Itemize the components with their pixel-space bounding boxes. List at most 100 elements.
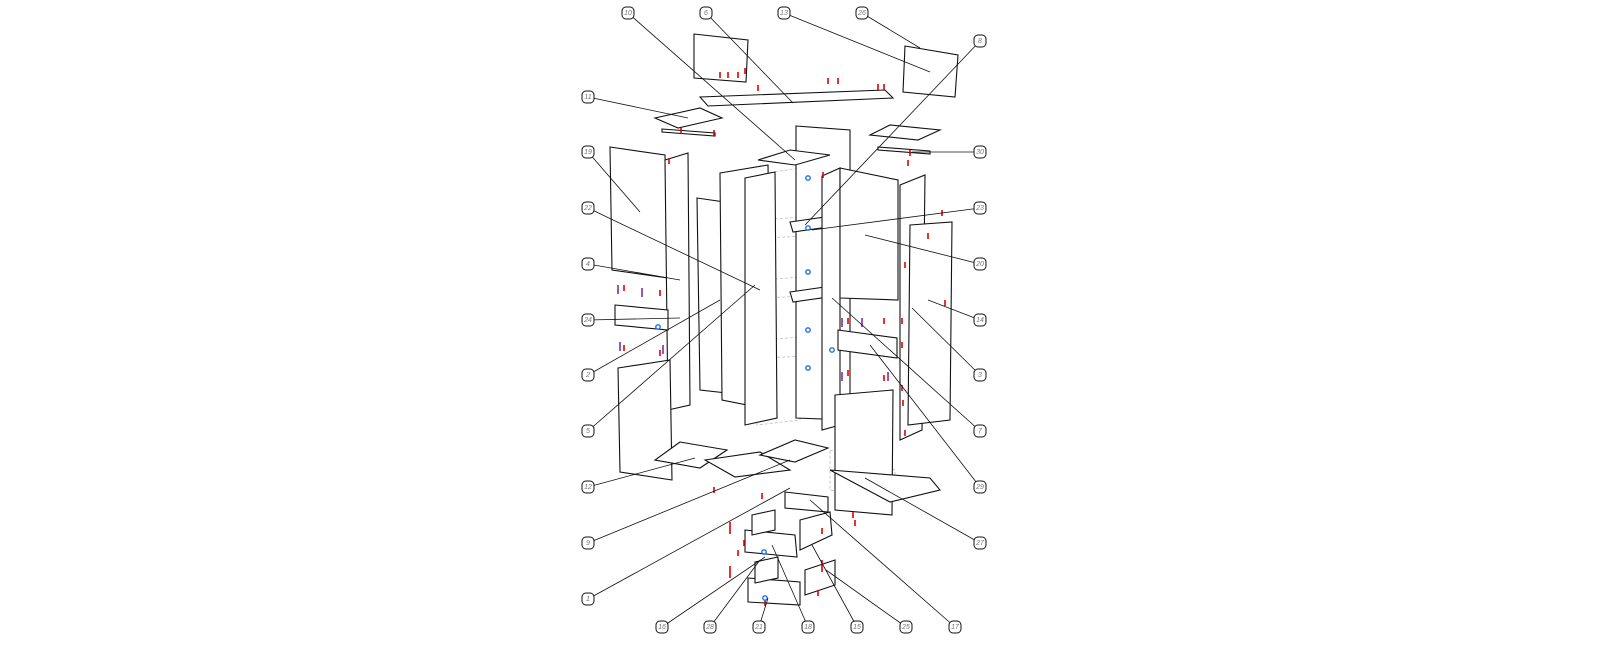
- leader-line: [587, 459, 791, 544]
- leader-line: [587, 284, 756, 432]
- leader-line: [804, 40, 981, 226]
- callout-bubble: [973, 201, 987, 215]
- callout-4: 4: [581, 257, 595, 271]
- cam-lock-mark: [805, 225, 811, 231]
- callout-leaders: [587, 12, 981, 628]
- lower-drawer-box: [747, 577, 801, 606]
- callout-bubble: [973, 257, 987, 271]
- cam-lock-mark: [805, 269, 811, 275]
- callout-11: 11: [581, 90, 595, 104]
- base-panel: [829, 469, 941, 503]
- callout-bubble: [581, 90, 595, 104]
- callout-number: 3: [978, 372, 982, 379]
- top-left-rail: [661, 128, 716, 137]
- right-inner-panel: [821, 167, 841, 431]
- leader-line: [864, 234, 981, 265]
- cam-lock-mark: [762, 595, 768, 601]
- callout-29: 29: [973, 480, 987, 494]
- leader-line: [705, 12, 794, 104]
- callout-number: 19: [584, 149, 592, 156]
- top-left-back-panel: [693, 33, 749, 83]
- callout-12: 12: [581, 480, 595, 494]
- hidden-outline: [754, 167, 801, 426]
- callout-number: 27: [975, 540, 985, 547]
- leader-line: [587, 457, 696, 488]
- leader-line: [587, 317, 681, 321]
- cam-lock-mark: [829, 347, 835, 353]
- callout-bubble: [581, 424, 595, 438]
- callout-bubble: [581, 257, 595, 271]
- top-long-shelf: [698, 89, 895, 107]
- right-back-panel: [907, 221, 953, 426]
- callout-1: 1: [581, 592, 595, 606]
- leader-line: [709, 559, 761, 628]
- callout-number: 20: [975, 261, 984, 268]
- leader-line: [661, 556, 766, 628]
- cam-lock-mark: [805, 327, 811, 333]
- left-inner-panel: [744, 171, 778, 426]
- callout-26: 26: [855, 6, 869, 20]
- callout-17: 17: [948, 620, 962, 634]
- callout-bubble: [581, 201, 595, 215]
- top-right-back-panel: [902, 45, 959, 98]
- callout-number: 4: [586, 261, 590, 268]
- callout-9: 9: [581, 536, 595, 550]
- upper-drawer-box: [744, 529, 798, 558]
- top-left-small-shelf: [653, 107, 724, 129]
- callout-24: 24: [581, 313, 595, 327]
- callout-13: 13: [777, 6, 791, 20]
- lower-drawer-side-right: [804, 559, 836, 596]
- callout-number: 24: [583, 317, 592, 324]
- callout-bubble: [752, 620, 766, 634]
- callout-number: 2: [585, 372, 590, 379]
- callout-number: 15: [853, 624, 861, 631]
- callout-bubble: [973, 313, 987, 327]
- callout-bubble: [699, 6, 713, 20]
- callout-bubble: [621, 6, 635, 20]
- callout-22: 22: [581, 201, 595, 215]
- callout-bubble: [703, 620, 717, 634]
- callout-bubble: [973, 34, 987, 48]
- callout-number: 30: [976, 149, 984, 156]
- cam-lock-mark: [761, 549, 767, 555]
- leader-line: [869, 344, 981, 488]
- callout-30: 30: [973, 145, 987, 159]
- callout-19: 19: [581, 145, 595, 159]
- callout-28: 28: [703, 620, 717, 634]
- right-drawer-front: [837, 329, 898, 359]
- callout-number: 29: [975, 484, 984, 491]
- callout-number: 1: [586, 596, 590, 603]
- callout-bubble: [855, 6, 869, 20]
- callout-5: 5: [581, 424, 595, 438]
- callout-25: 25: [899, 620, 913, 634]
- callout-number: 14: [976, 317, 984, 324]
- top-right-small-shelf: [868, 124, 943, 141]
- callout-14: 14: [973, 313, 987, 327]
- right-upper-door: [839, 167, 899, 301]
- callout-10: 10: [621, 6, 635, 20]
- leader-line: [771, 544, 809, 628]
- leader-line: [587, 96, 689, 119]
- lower-drawer-side: [754, 556, 779, 584]
- callout-number: 5: [586, 428, 590, 435]
- leader-line: [587, 151, 641, 213]
- leader-line: [809, 499, 956, 628]
- callout-number: 13: [780, 10, 788, 17]
- left-upper-door: [609, 146, 669, 279]
- cam-lock-mark: [655, 324, 661, 330]
- callout-number: 6: [704, 10, 708, 17]
- callout-bubble: [581, 592, 595, 606]
- callout-number: 25: [901, 624, 910, 631]
- leader-line: [825, 569, 907, 628]
- callout-bubble: [973, 536, 987, 550]
- callout-number: 11: [584, 94, 591, 101]
- callout-16: 16: [655, 620, 669, 634]
- leader-line: [927, 299, 981, 321]
- leader-line: [911, 307, 981, 376]
- left-lower-door: [617, 359, 673, 481]
- callout-15: 15: [850, 620, 864, 634]
- leader-line: [811, 207, 981, 231]
- callout-2: 2: [581, 368, 595, 382]
- callout-number: 18: [804, 624, 812, 631]
